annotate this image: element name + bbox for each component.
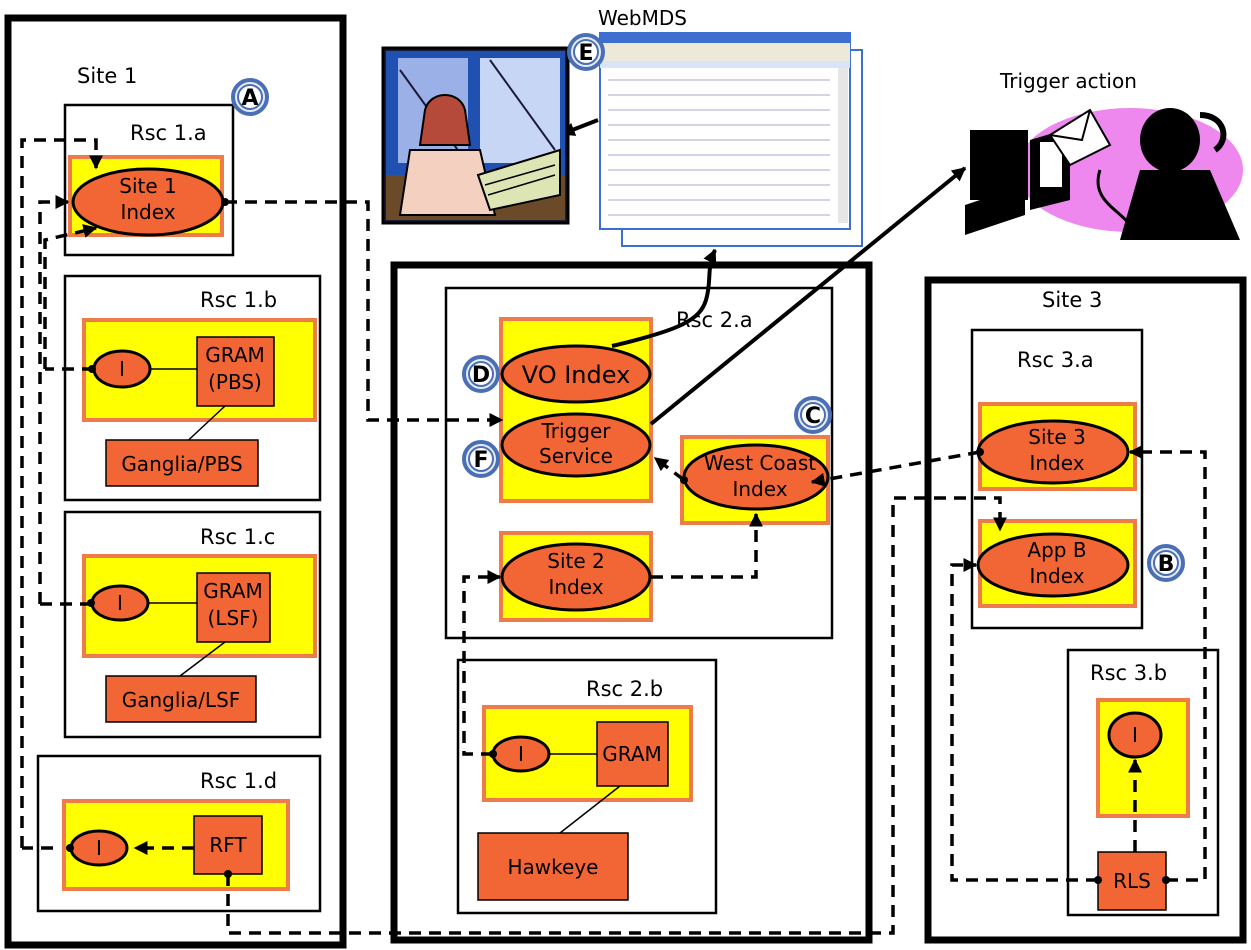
site-2-index-line1: Site 2 <box>547 549 604 573</box>
site-1: Site 1 Rsc 1.a Site 1 Index Rsc 1.b I GR… <box>4 14 347 949</box>
dashed-connectors <box>20 138 1207 935</box>
rsc-1d: Rsc 1.d I RFT <box>36 754 322 913</box>
site-1-index-line2: Index <box>120 200 175 224</box>
rsc-3b-i-node <box>1107 711 1163 759</box>
callout-a-label: A <box>241 86 258 111</box>
rsc-2b: Rsc 2.b I GRAM Hawkeye <box>456 658 718 915</box>
rsc-1c-label: Rsc 1.c <box>200 525 275 549</box>
rsc-1d-label: Rsc 1.d <box>200 769 277 793</box>
site-2-index-node <box>500 542 652 612</box>
gram-pbs-line2: (PBS) <box>208 370 262 394</box>
rls-label: RLS <box>1113 869 1151 893</box>
appb-index-node <box>976 532 1130 598</box>
gram-label: GRAM <box>602 742 662 766</box>
gram-pbs-line1: GRAM <box>205 343 265 367</box>
rsc-1c: Rsc 1.c I GRAM (LSF) Ganglia/LSF <box>63 510 322 739</box>
vo-index-label: VO Index <box>522 361 631 389</box>
rsc-1b-i-label: I <box>119 357 125 381</box>
callout-b: B <box>1147 544 1185 582</box>
appb-index-line1: App B <box>1027 538 1086 562</box>
email-alert-icon <box>965 108 1243 240</box>
rsc-1b: Rsc 1.b I GRAM (PBS) Ganglia/PBS <box>63 274 322 502</box>
gram-lsf-line2: (LSF) <box>208 606 259 630</box>
operator-at-terminal-icon <box>381 46 570 225</box>
rsc-1d-i-label: I <box>96 836 102 860</box>
appb-index-line2: Index <box>1029 564 1084 588</box>
ganglia-pbs-label: Ganglia/PBS <box>121 452 242 476</box>
ganglia-pbs-node <box>105 439 259 487</box>
callout-f: F <box>462 440 500 478</box>
trigger-action-label: Trigger action <box>999 69 1137 93</box>
rsc-3b: Rsc 3.b I RLS <box>1066 648 1220 917</box>
rft-label: RFT <box>209 833 247 857</box>
callout-f-label: F <box>473 448 488 473</box>
rsc-3a-label: Rsc 3.a <box>1017 348 1094 372</box>
site-3-index-line1: Site 3 <box>1028 425 1085 449</box>
gram-node <box>596 721 669 787</box>
ganglia-lsf-node <box>105 675 257 723</box>
rsc-3a: Rsc 3.a Site 3 Index App B Index <box>970 328 1144 630</box>
callout-d: D <box>462 355 500 393</box>
callout-c-label: C <box>805 404 821 429</box>
site-3: Site 3 Rsc 3.a Site 3 Index App B Index … <box>924 276 1247 944</box>
west-coast-index-line2: Index <box>732 477 787 501</box>
gram-lsf-line1: GRAM <box>203 579 263 603</box>
callout-e: E <box>567 33 605 71</box>
ganglia-lsf-label: Ganglia/LSF <box>122 688 241 712</box>
webmds-label: WebMDS <box>598 6 687 30</box>
callout-a: A <box>231 78 269 116</box>
vo-index-node <box>500 344 652 404</box>
trigger-service-node <box>500 412 652 478</box>
callout-d-label: D <box>472 363 490 388</box>
trigger-service-line2: Service <box>539 444 613 468</box>
callout-b-label: B <box>1158 552 1175 577</box>
rsc-1c-i-label: I <box>117 591 123 615</box>
rsc-2b-i-label: I <box>518 742 524 766</box>
site-2-index-line2: Index <box>548 575 603 599</box>
site-1-index-line1: Site 1 <box>119 174 176 198</box>
callout-c: C <box>794 396 832 434</box>
gram-lsf-node <box>196 572 271 643</box>
callout-e-label: E <box>578 41 593 66</box>
hawkeye-node <box>477 832 629 901</box>
site-3-label: Site 3 <box>1042 288 1102 312</box>
rsc-1b-label: Rsc 1.b <box>200 288 277 312</box>
rsc-1a: Rsc 1.a Site 1 Index <box>63 103 235 257</box>
rsc-2b-label: Rsc 2.b <box>586 677 663 701</box>
rsc-1a-label: Rsc 1.a <box>130 121 207 145</box>
gram-pbs-node <box>196 336 275 407</box>
rsc-3b-label: Rsc 3.b <box>1090 661 1167 685</box>
rsc-3b-i-label: I <box>1132 723 1138 747</box>
site-1-label: Site 1 <box>77 64 137 88</box>
browser-window-icon <box>599 32 863 247</box>
west-coast-index-line1: West Coast <box>704 451 816 475</box>
rft-node <box>193 815 263 875</box>
hawkeye-label: Hawkeye <box>508 855 599 879</box>
site-3-index-line2: Index <box>1029 451 1084 475</box>
trigger-service-line1: Trigger <box>541 419 612 443</box>
